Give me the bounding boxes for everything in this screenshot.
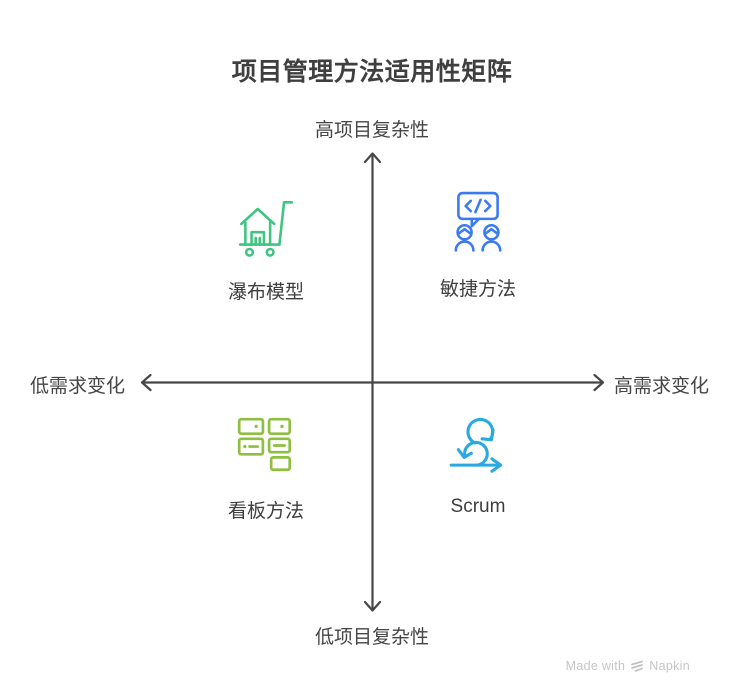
quadrant-top-right: 敏捷方法 [398, 190, 558, 301]
axis-label-right: 高需求变化 [614, 376, 710, 397]
sprint-cycle-icon [449, 417, 503, 473]
quadrant-label: 敏捷方法 [439, 279, 516, 300]
made-with-text: Made with [565, 659, 626, 673]
quadrant-bottom-left: 看板方法 [186, 412, 346, 523]
quadrant-label: Scrum [450, 496, 506, 517]
arrow-down-icon [363, 600, 382, 612]
arrow-up-icon [363, 152, 382, 164]
kanban-board-icon [237, 417, 292, 472]
arrow-right-icon [593, 373, 605, 392]
quadrant-label: 瀑布模型 [227, 282, 304, 303]
made-with-napkin-link[interactable]: Made with Napkin [566, 659, 690, 673]
quadrant-label: 看板方法 [227, 501, 304, 522]
axis-label-top: 高项目复杂性 [314, 120, 429, 141]
quadrant-top-left: 瀑布模型 [186, 193, 346, 304]
page-title: 项目管理方法适用性矩阵 [231, 58, 513, 86]
brand-text: Napkin [649, 659, 690, 673]
code-chat-people-icon [454, 191, 502, 252]
napkin-logo-icon [631, 660, 644, 672]
axis-label-left: 低需求变化 [30, 376, 126, 397]
quadrant-bottom-right: Scrum [398, 412, 558, 518]
house-cart-icon [238, 200, 294, 257]
axis-label-bottom: 低项目复杂性 [314, 627, 429, 648]
arrow-left-icon [140, 373, 152, 392]
